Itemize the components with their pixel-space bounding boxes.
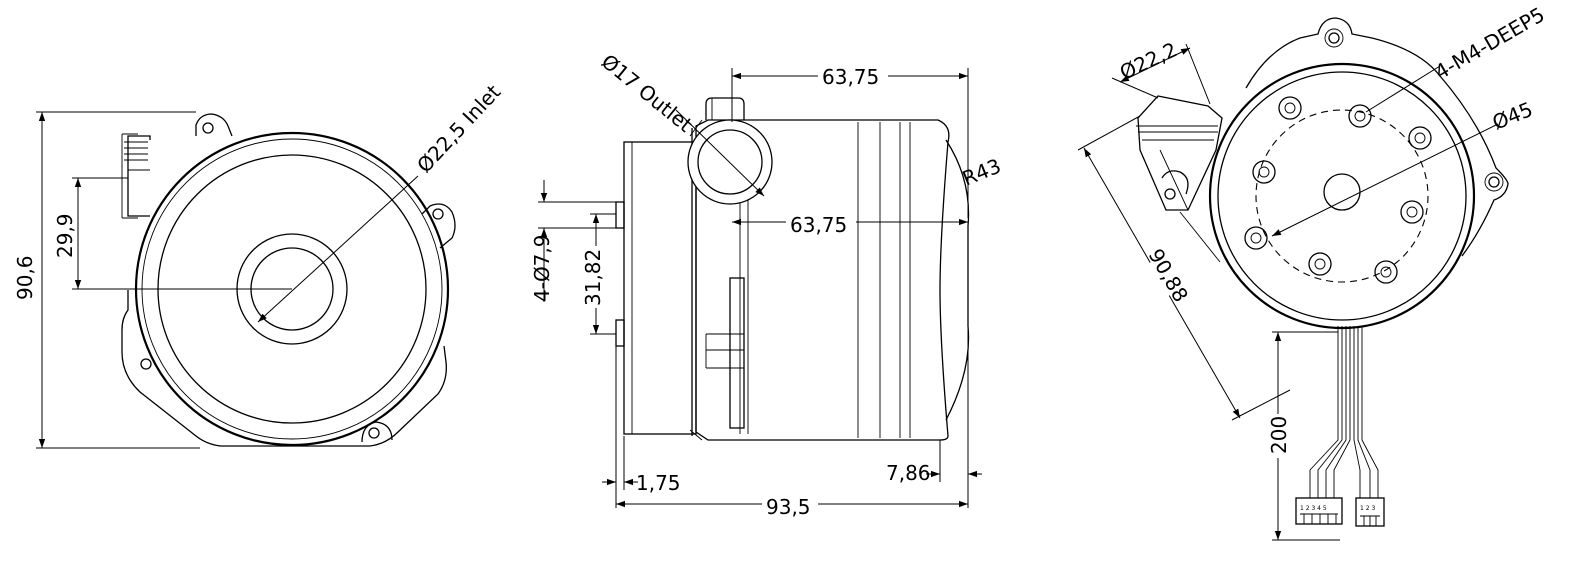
dim-top-63-75: 63,75 bbox=[731, 62, 969, 218]
flange-label: 1,75 bbox=[636, 471, 681, 495]
dim-overall-93-5: 93,5 bbox=[616, 492, 968, 519]
hub bbox=[1323, 173, 1361, 211]
connector-3pin: 1 2 3 bbox=[1355, 497, 1385, 527]
bolt-circle bbox=[1255, 109, 1429, 283]
front-view: 90,6 29,9 Ø22,5 Inlet bbox=[13, 80, 505, 449]
volute-top bbox=[705, 97, 745, 120]
plate-bosses bbox=[1244, 96, 1432, 284]
back-view: 1 2 3 4 5 1 2 3 Ø22,2 4-M4-DEEP5 Ø45 bbox=[1077, 2, 1549, 541]
lead-length-label: 200 bbox=[1267, 416, 1291, 454]
connector-a-pins: 1 2 3 4 5 bbox=[1300, 505, 1327, 512]
radius-label: R43 bbox=[959, 154, 1004, 191]
outlet-dia-label: Ø22,2 bbox=[1116, 37, 1181, 84]
end-cap bbox=[945, 139, 970, 421]
dim-height-90-6: 90,6 bbox=[13, 111, 200, 449]
thread-callout: 4-M4-DEEP5 bbox=[1365, 2, 1549, 113]
end-label: 7,86 bbox=[886, 461, 931, 485]
lead-wires bbox=[1309, 326, 1379, 498]
mid-length-label: 63,75 bbox=[790, 213, 847, 237]
dim-diagonal-90-88: 90,88 bbox=[1077, 115, 1291, 421]
mount-hole bbox=[140, 358, 152, 370]
dim-flange-1-75: 1,75 bbox=[602, 346, 681, 508]
mount-hole bbox=[432, 208, 444, 220]
outlet-tube bbox=[1136, 95, 1223, 263]
side-housing bbox=[695, 119, 950, 441]
back-inner-ring bbox=[1217, 71, 1467, 321]
dim-outlet-22-2: Ø22,2 bbox=[1111, 37, 1211, 105]
dim-holes-4-7-9: 4-Ø7,9 bbox=[530, 180, 616, 302]
dim-lead-200: 200 bbox=[1266, 331, 1340, 541]
thread-label: 4-M4-DEEP5 bbox=[1431, 2, 1549, 84]
inlet-offset-label: 29,9 bbox=[53, 213, 77, 258]
dim-end-7-86: 7,86 bbox=[886, 326, 982, 508]
top-length-label: 63,75 bbox=[822, 65, 879, 89]
inlet-diameter-callout: Ø22,5 Inlet bbox=[257, 80, 505, 323]
back-outer-ring bbox=[1208, 62, 1476, 330]
connector-block bbox=[729, 277, 745, 429]
dim-mid-63-75: 63,75 bbox=[732, 210, 968, 237]
outlet-label: Ø17 Outlet bbox=[597, 49, 697, 137]
height-dim-label: 90,6 bbox=[13, 255, 37, 300]
overall-length-label: 93,5 bbox=[766, 495, 811, 519]
mount-hole bbox=[368, 427, 380, 439]
boss-bottom bbox=[615, 319, 625, 347]
side-view: Ø17 Outlet 63,75 63,75 R43 4-Ø7,9 bbox=[530, 49, 1004, 519]
mount-hole bbox=[202, 122, 214, 134]
dim-spacing-31-82: 31,82 bbox=[578, 213, 616, 335]
inlet-pipe bbox=[121, 133, 151, 219]
front-housing-outline bbox=[121, 113, 456, 447]
dim-inlet-offset-29-9: 29,9 bbox=[53, 177, 292, 290]
bolt-circle-callout: Ø45 bbox=[1271, 97, 1536, 237]
inlet-label: Ø22,5 Inlet bbox=[412, 80, 505, 178]
holes-label: 4-Ø7,9 bbox=[530, 235, 554, 303]
back-flange bbox=[623, 141, 697, 435]
boss-top bbox=[615, 201, 625, 229]
bracket-hole bbox=[1328, 32, 1340, 44]
back-bracket bbox=[1245, 17, 1509, 257]
connector-b-pins: 1 2 3 bbox=[1360, 505, 1375, 512]
outlet-leader bbox=[675, 109, 765, 197]
bolt-circle-label: Ø45 bbox=[1489, 97, 1536, 135]
outlet-ring-inner bbox=[697, 129, 763, 195]
bracket-hole bbox=[1488, 176, 1500, 188]
front-mount-ear bbox=[361, 421, 393, 443]
spacing-label: 31,82 bbox=[581, 249, 605, 306]
connector-5pin: 1 2 3 4 5 bbox=[1295, 497, 1343, 525]
